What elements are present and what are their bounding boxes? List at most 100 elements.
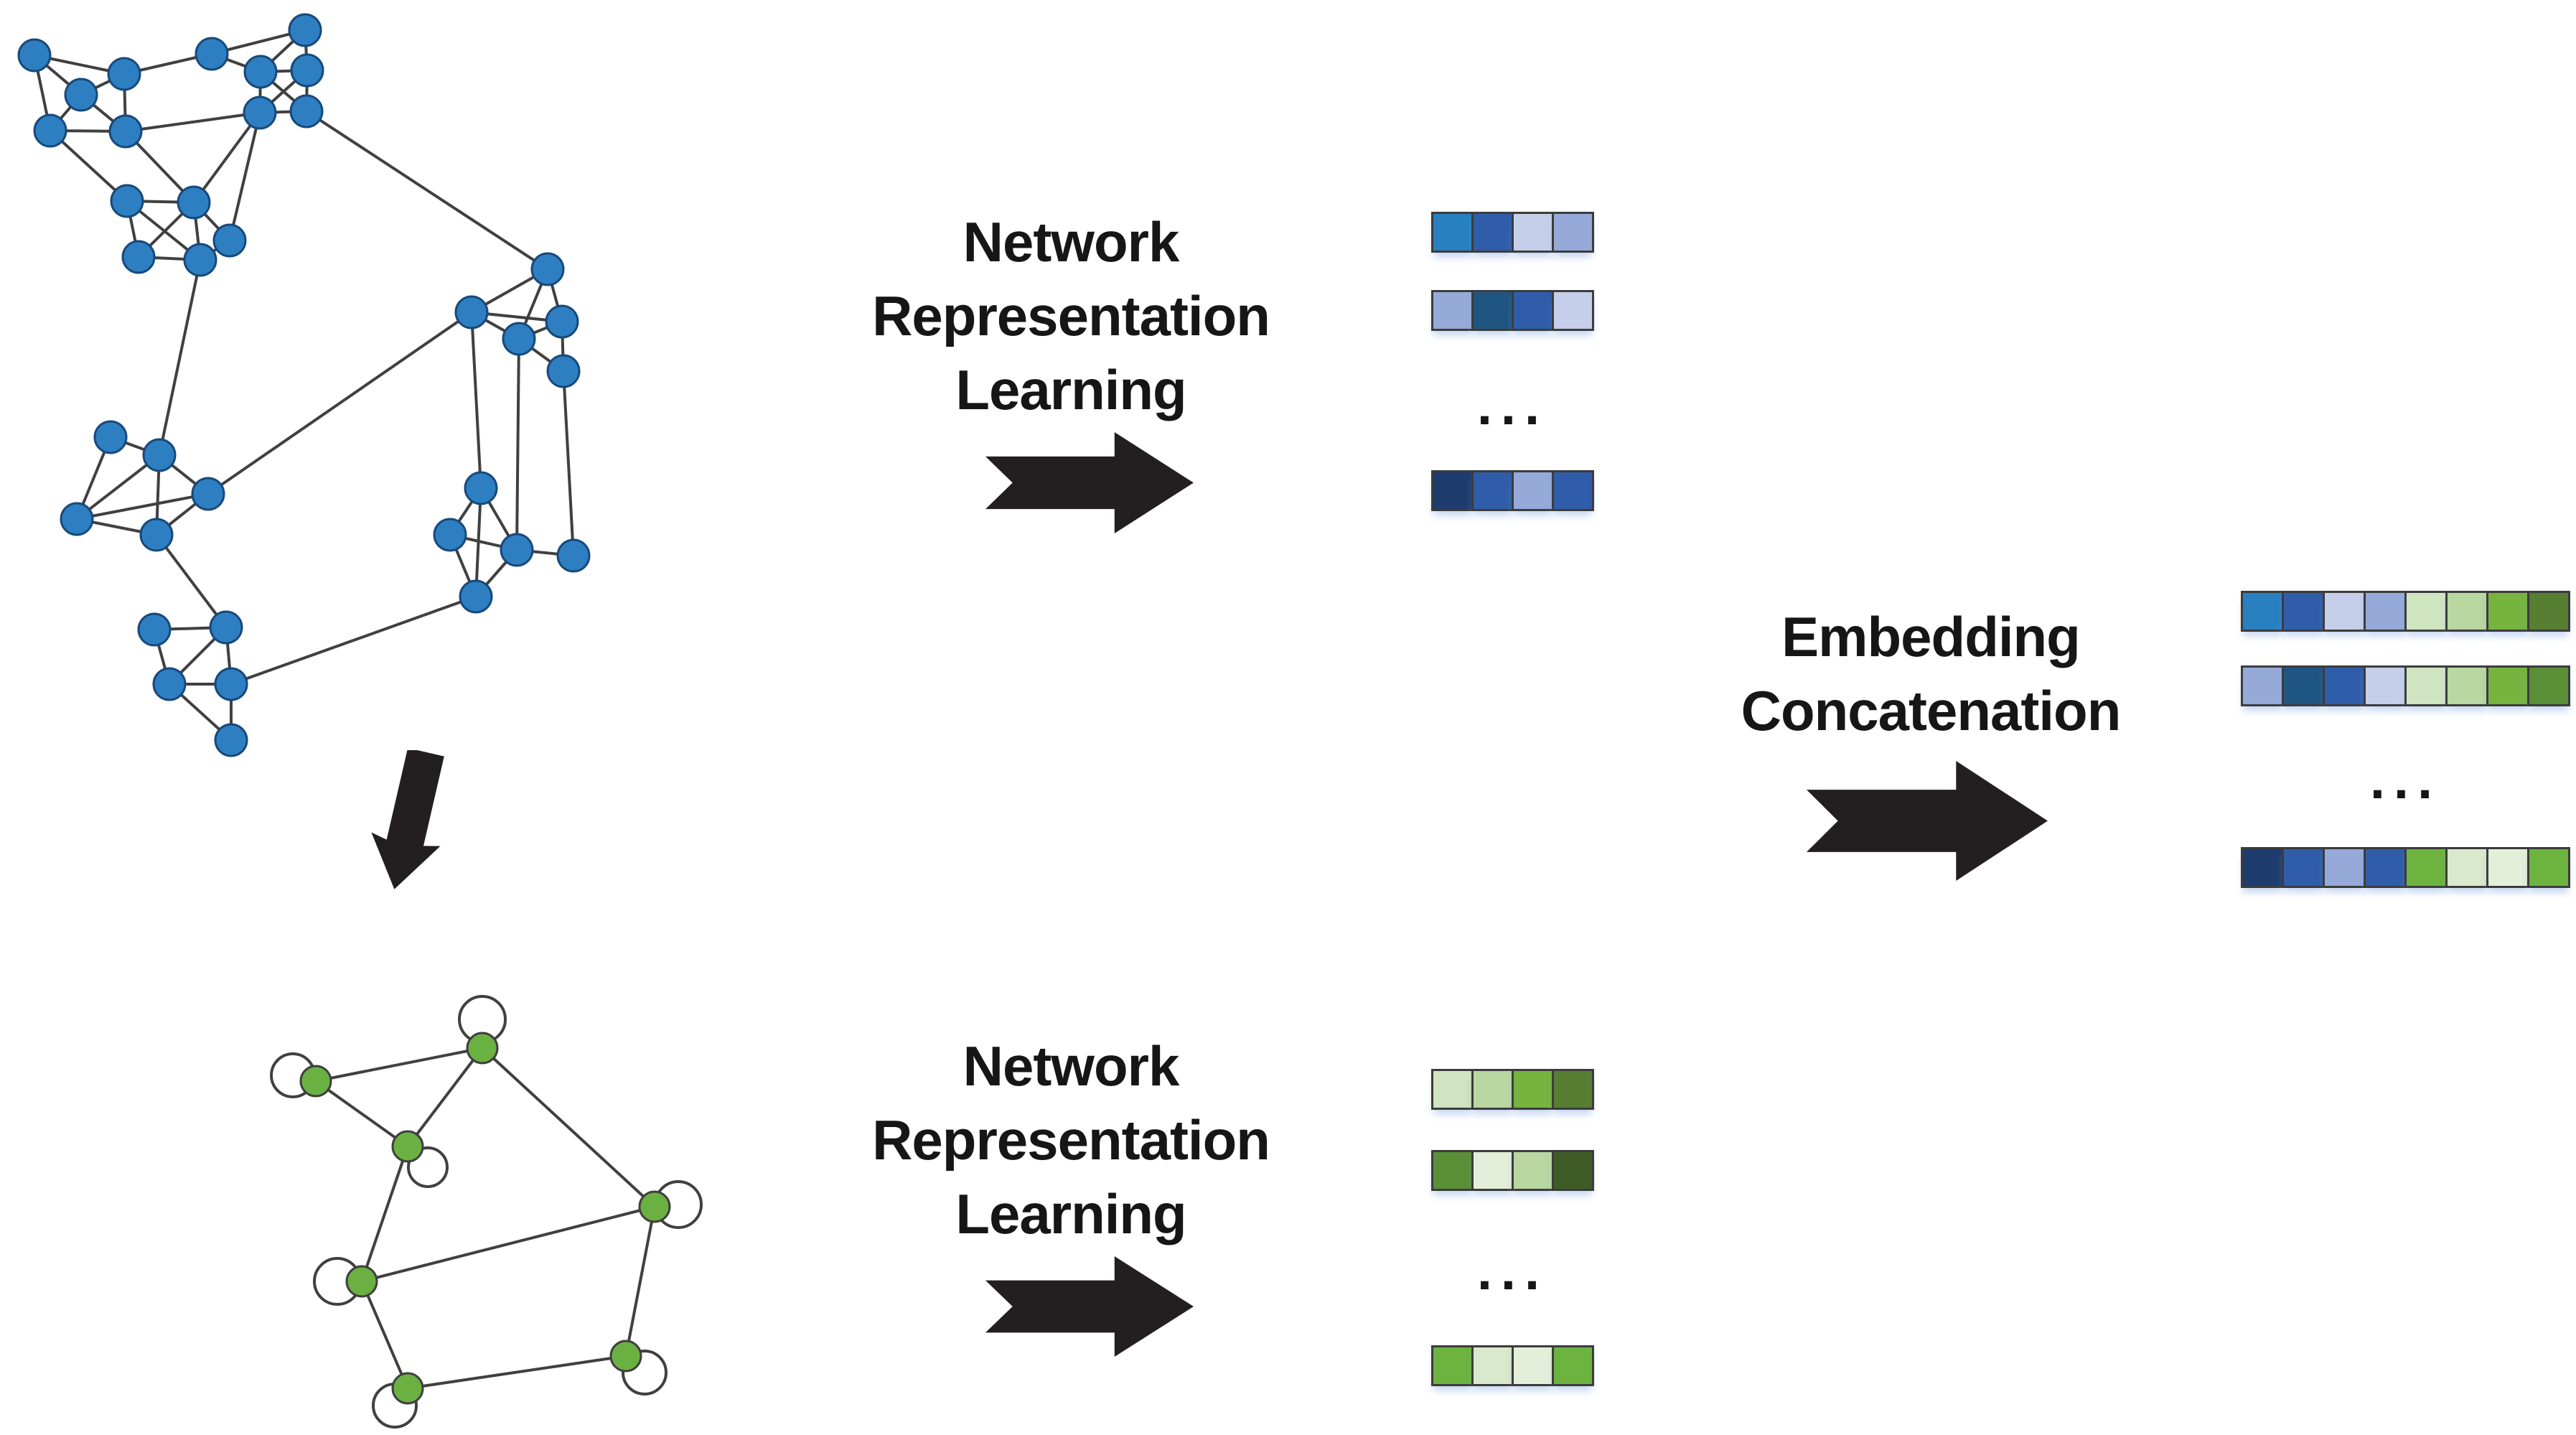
embedding-cell [1512,1150,1554,1191]
embedding-cell [1552,470,1594,511]
label-nrl-bottom: Network Representation Learning [870,1029,1272,1251]
blue-network-node [212,223,247,258]
embedding-cell [1552,212,1594,253]
graph-edge [49,129,128,202]
blue-embedding-row [1431,290,1594,331]
embedding-cell [1512,212,1554,253]
graph-edge [158,259,202,456]
concatenated-embedding-row [2241,665,2570,706]
blue-network-node [545,304,579,339]
green-network-node [466,1032,499,1065]
graph-edge [125,111,261,133]
label-line: Learning [955,358,1186,421]
ellipsis: ... [1476,375,1549,436]
embedding-cell [2323,847,2366,888]
blue-network-node [177,185,211,220]
graph-edge [360,1146,409,1282]
right-arrow-icon [985,1256,1194,1357]
label-line: Embedding [1781,605,2081,668]
embedding-cell [1471,1150,1514,1191]
graph-edge [192,111,261,204]
graph-edge [75,454,161,520]
blue-network-node [107,57,141,91]
embedding-cell [2323,591,2366,632]
graph-edge [406,1047,484,1148]
graph-edge [474,487,482,597]
embedding-cell [1512,470,1554,511]
green-embedding-row [1431,1150,1594,1191]
label-line: Representation [872,1108,1270,1172]
embedding-cell [2364,847,2407,888]
label-nrl-top: Network Representation Learning [870,205,1272,427]
embedding-cell [2241,665,2284,706]
concatenated-embedding-row [2241,591,2570,632]
embedding-cell [2404,847,2448,888]
blue-network-node [500,533,534,567]
embedding-cell [2241,847,2284,888]
embedding-cell [2404,665,2448,706]
coarsened-network-graph [270,995,703,1429]
blue-network-node [139,518,174,552]
blue-network-node [502,322,536,356]
blue-network-node [454,295,489,329]
embedding-cell [2527,847,2570,888]
right-arrow-icon [1807,761,2048,881]
blue-network-node [288,13,322,47]
blue-network-node [142,438,177,472]
blue-network-node [121,240,156,274]
label-embedding-concatenation: Embedding Concatenation [1723,600,2139,748]
blue-network-node [191,477,225,511]
graph-edge [305,110,549,271]
embedding-cell [1471,1345,1514,1386]
green-embedding-row [1431,1069,1594,1110]
blue-network-node [64,78,98,112]
embedding-cell [1471,212,1514,253]
graph-edge [314,1080,409,1148]
embedding-cell [1512,290,1554,331]
embedding-cell [2445,665,2488,706]
graph-edge [407,1355,627,1390]
graph-edge [361,1205,655,1283]
embedding-cell [1512,1069,1554,1110]
label-line: Learning [955,1182,1186,1245]
graph-edge [228,112,261,241]
green-embedding-row [1431,1345,1594,1386]
embedding-cell [1471,1069,1514,1110]
green-network-node [609,1340,642,1373]
green-network-node [391,1372,424,1405]
graph-edge [624,1206,656,1357]
blue-network-node [546,354,581,388]
ellipsis: ... [2369,749,2442,810]
down-arrow-icon [371,750,444,889]
blue-network-node [60,502,94,536]
embedding-cell [2323,665,2366,706]
label-line: Concatenation [1741,679,2122,742]
blue-network-node [108,114,143,149]
blue-network-node [195,37,229,71]
embedding-cell [2445,591,2488,632]
embedding-cell [1512,1345,1554,1386]
blue-embedding-row [1431,470,1594,511]
embedding-cell [1431,1150,1474,1191]
label-line: Network [963,210,1180,274]
original-network-graph [17,13,591,757]
blue-network-node [93,420,128,454]
embedding-cell [2364,591,2407,632]
graph-edge [315,1047,483,1083]
embedding-cell [2486,665,2529,706]
embedding-cell [1552,1069,1594,1110]
ellipsis: ... [1476,1240,1549,1301]
right-arrow-icon [985,432,1194,533]
blue-network-node [183,243,217,277]
embedding-cell [1431,470,1474,511]
blue-network-node [33,113,67,148]
blue-network-node [137,612,172,647]
embedding-cell [2445,847,2488,888]
embedding-cell [1431,1345,1474,1386]
embedding-cell [1431,290,1474,331]
blue-embedding-row [1431,212,1594,253]
embedding-cell [1471,290,1514,331]
graph-edge [562,370,575,556]
